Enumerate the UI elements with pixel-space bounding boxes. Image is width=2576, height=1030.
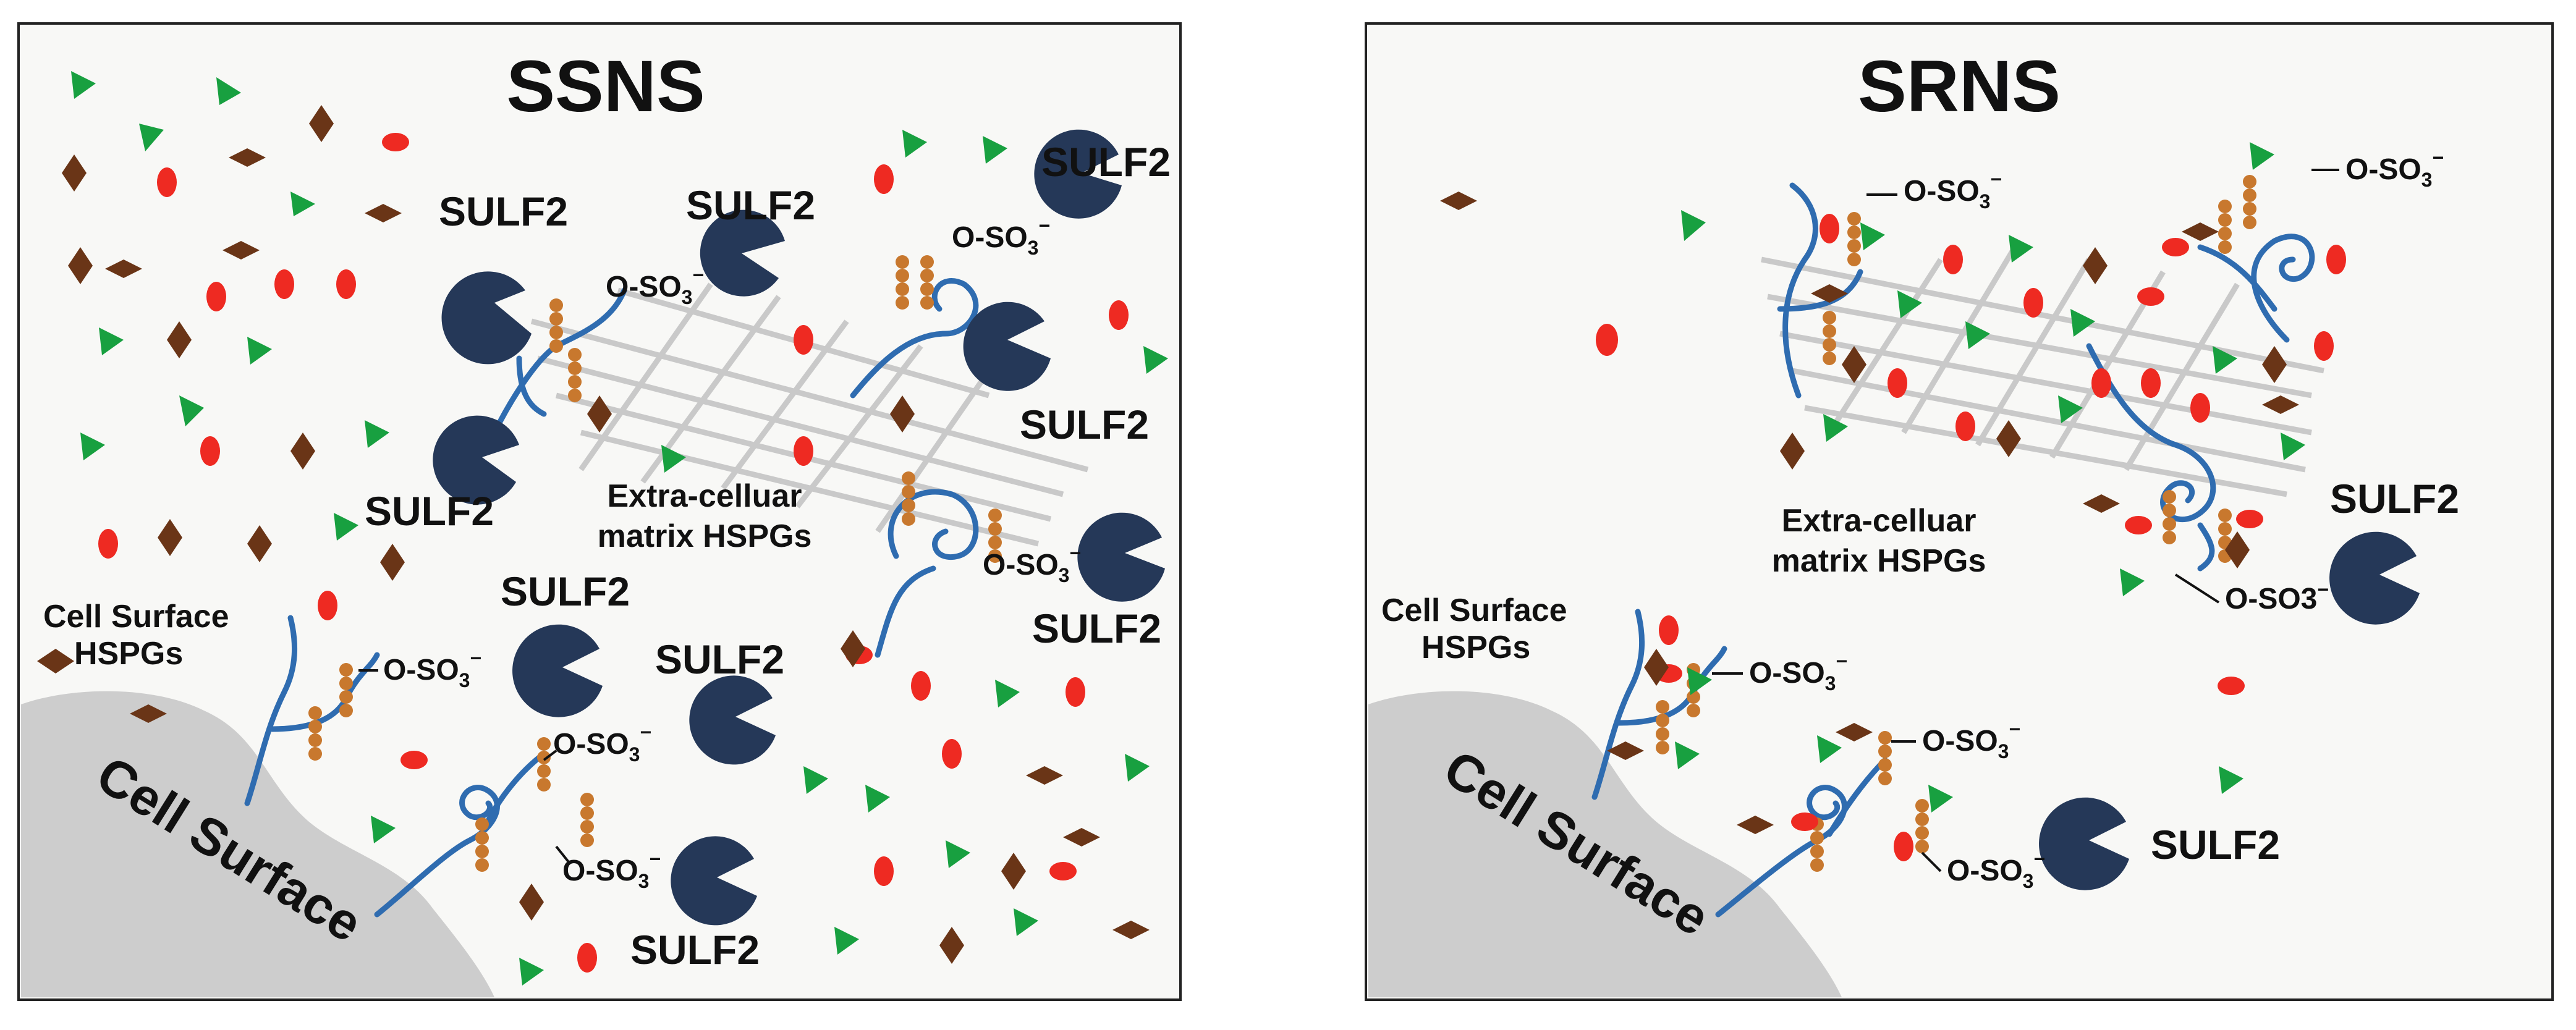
sulf2-enzyme bbox=[671, 836, 757, 926]
growth-factors-brown-srns bbox=[1440, 192, 2299, 834]
sulfate-label: O-SO3− bbox=[2345, 146, 2444, 191]
cell-surface-shape bbox=[1368, 691, 1842, 997]
sulfate-label: O-SO3− bbox=[1904, 168, 2002, 213]
growth-factors-green-srns bbox=[1675, 142, 2305, 813]
sulf2-enzyme bbox=[512, 624, 603, 717]
sulf2-enzyme bbox=[700, 209, 785, 297]
ecm-label: matrix HSPGs bbox=[1772, 543, 1986, 579]
growth-factors-green-ssns bbox=[71, 71, 1168, 986]
sulf2-label: SULF2 bbox=[655, 636, 784, 682]
sulf2-label: SULF2 bbox=[439, 188, 568, 234]
sulfate-label: O-SO3− bbox=[2225, 578, 2329, 615]
sulfate-label: O-SO3− bbox=[952, 214, 1050, 259]
growth-factors-red-srns bbox=[1596, 214, 2346, 861]
hspg-chains-ssns bbox=[244, 278, 979, 918]
cell-surface-shape bbox=[21, 691, 494, 997]
sulfate-label: O-SO3− bbox=[1749, 650, 1847, 694]
sulf2-enzyme bbox=[2039, 797, 2129, 890]
panel-srns: SRNS SULF2 SULF2 O-SO3− O-SO3− O-SO3− O-… bbox=[1365, 22, 2554, 1001]
sulf2-enzyme bbox=[441, 271, 532, 365]
sulf2-enzyme bbox=[963, 302, 1051, 391]
sulf2-enzymes-ssns bbox=[433, 129, 1165, 926]
sulfate-label: O-SO3− bbox=[983, 542, 1081, 586]
ecm-label: matrix HSPGs bbox=[598, 518, 812, 554]
cell-hspg-label: HSPGs bbox=[1421, 630, 1530, 665]
panel-ssns: SSNS SULF2 SULF2 SULF2 SULF2 SULF2 SULF2… bbox=[17, 22, 1182, 1001]
sulfate-label: O-SO3− bbox=[553, 721, 651, 766]
growth-factors-brown-ssns bbox=[37, 105, 1150, 964]
sulf2-label: SULF2 bbox=[2151, 822, 2280, 867]
sulf2-enzyme bbox=[1077, 512, 1165, 602]
cell-hspg-label: HSPGs bbox=[74, 636, 183, 672]
sulf2-enzymes-srns bbox=[2039, 531, 2420, 890]
cell-hspg-label: Cell Surface bbox=[43, 599, 229, 635]
cell-hspg-label: Cell Surface bbox=[1381, 593, 1567, 628]
sulfate-label: O-SO3− bbox=[1947, 848, 2045, 892]
sulf2-label: SULF2 bbox=[501, 568, 630, 614]
sulf2-enzyme bbox=[2329, 531, 2420, 625]
sulfate-label: O-SO3− bbox=[606, 264, 704, 308]
sulf2-label: SULF2 bbox=[686, 182, 815, 228]
sulf2-label: SULF2 bbox=[1041, 139, 1171, 185]
sulf2-label: SULF2 bbox=[365, 488, 494, 534]
sulf2-enzyme bbox=[1034, 129, 1122, 219]
sulfate-label: O-SO3− bbox=[562, 848, 661, 892]
growth-factors-red-ssns bbox=[98, 133, 1129, 973]
sulf2-label: SULF2 bbox=[630, 927, 760, 973]
sulf2-enzyme bbox=[689, 675, 776, 765]
hspg-chains-srns bbox=[1591, 182, 2315, 918]
sulf2-label: SULF2 bbox=[2330, 476, 2459, 521]
sulf2-label: SULF2 bbox=[1020, 402, 1149, 447]
panel-title: SRNS bbox=[1858, 46, 2061, 127]
sulf2-enzyme bbox=[433, 415, 519, 505]
sulf2-label: SULF2 bbox=[1032, 606, 1161, 651]
sulfate-label: O-SO3− bbox=[1922, 718, 2020, 762]
ecm-label: Extra-celluar bbox=[607, 478, 802, 514]
panel-title: SSNS bbox=[506, 46, 705, 127]
sulfate-label: O-SO3− bbox=[383, 647, 481, 691]
ecm-label: Extra-celluar bbox=[1781, 503, 1976, 539]
